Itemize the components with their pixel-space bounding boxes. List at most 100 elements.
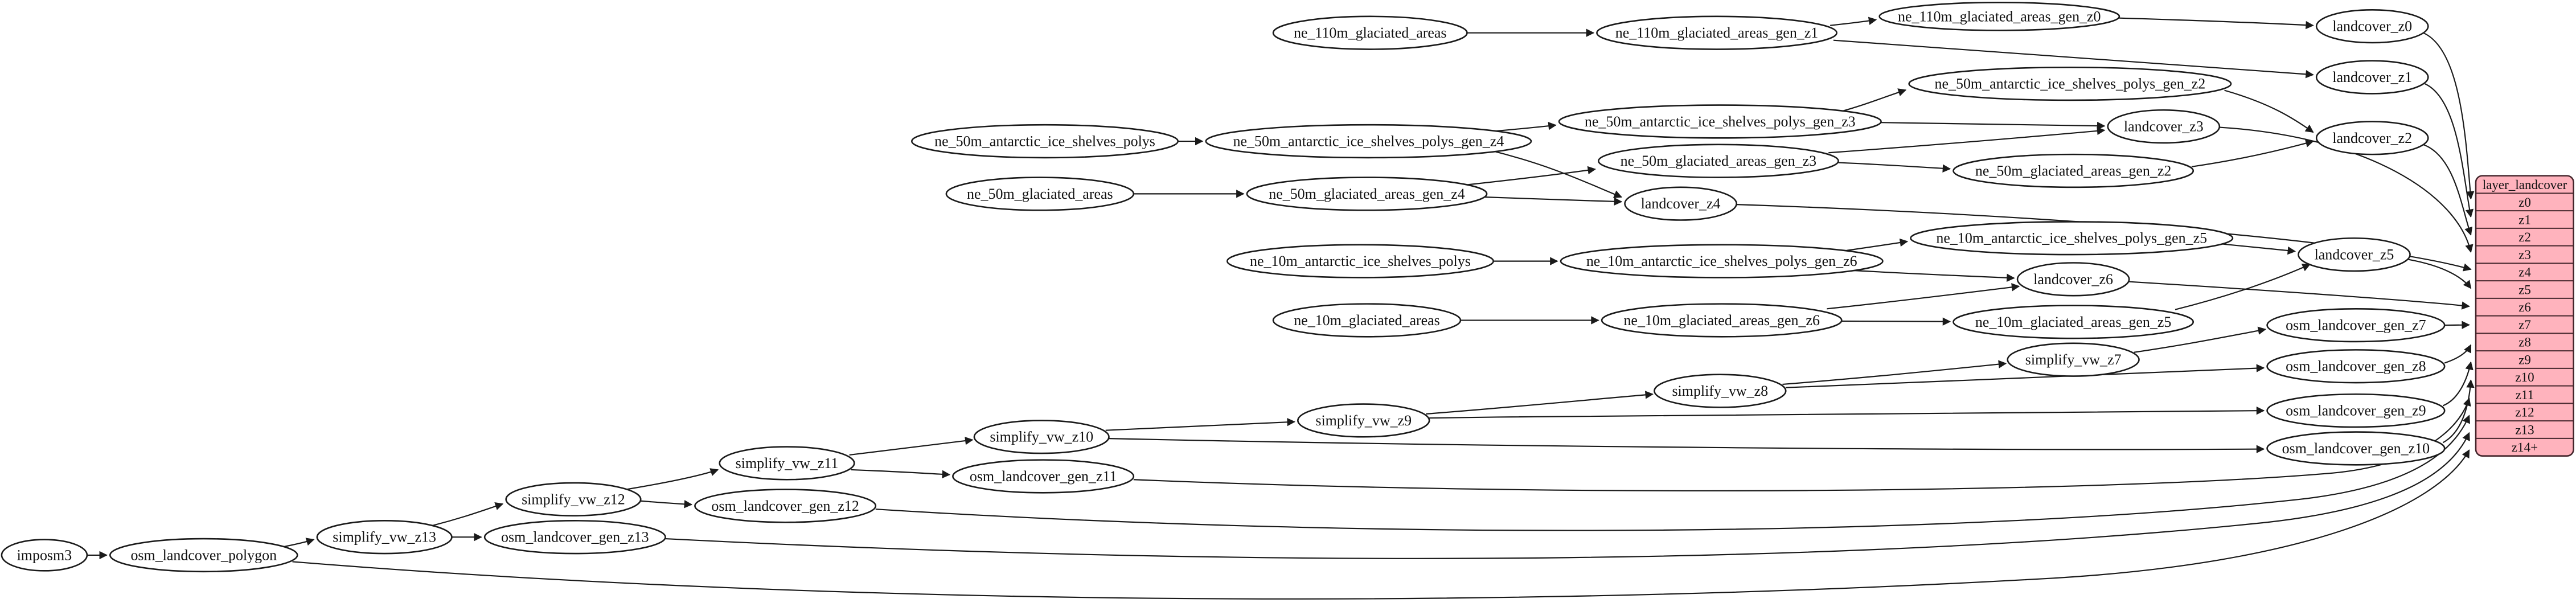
node-simplify_vw_z11: simplify_vw_z11 <box>719 446 855 481</box>
svg-text:ne_50m_antarctic_ice_shelves_p: ne_50m_antarctic_ice_shelves_polys <box>934 133 1155 150</box>
node-simplify_vw_z13: simplify_vw_z13 <box>316 520 453 555</box>
edge-ne_50m_ant_gen_z4--landcover_z4 <box>1490 149 1623 198</box>
nodes-layer: imposm3 osm_landcover_polygon simplify_v… <box>1 2 2446 573</box>
edge-ne_10m_gla_gen_z6--landcover_z6 <box>1827 283 2020 310</box>
node-simplify_vw_z12: simplify_vw_z12 <box>505 482 642 517</box>
svg-text:ne_110m_glaciated_areas: ne_110m_glaciated_areas <box>1294 24 1447 41</box>
edge-osm_landcover_gen_z8--row-z8 <box>2444 344 2472 364</box>
svg-text:imposm3: imposm3 <box>17 547 72 563</box>
edge-ne_110m_gen_z0--landcover_z0 <box>2119 17 2314 30</box>
edge-ne_110m_gen_z1--gen_z0 <box>1830 17 1877 26</box>
node-osm_landcover_gen_z13: osm_landcover_gen_z13 <box>483 520 666 555</box>
edge-ne_50m_ant_gen_z3--gen_z2 <box>1840 88 1907 113</box>
edge-ne_50m_ant_gen_z2--landcover_z2 <box>2224 89 2314 133</box>
table-title: layer_landcover <box>2483 177 2567 192</box>
svg-text:ne_10m_glaciated_areas_gen_z5: ne_10m_glaciated_areas_gen_z5 <box>1975 314 2172 330</box>
edge-ne_50m_ant_gen_z4--gen_z3 <box>1491 122 1557 132</box>
node-ne_110m_glaciated_areas_gen_z1: ne_110m_glaciated_areas_gen_z1 <box>1596 15 1837 50</box>
edge-simplify_vw_z7--osm_landcover_gen_z7 <box>2134 326 2267 353</box>
node-ne_10m_glaciated_areas: ne_10m_glaciated_areas <box>1272 303 1462 338</box>
node-landcover_z6: landcover_z6 <box>2016 262 2130 297</box>
table-row-z9: z9 <box>2518 352 2531 367</box>
node-ne_10m_glaciated_areas_gen_z6: ne_10m_glaciated_areas_gen_z6 <box>1601 303 1843 338</box>
edge-simplify_vw_z10--simplify_vw_z9 <box>1105 417 1295 431</box>
edge-ne_50m_gla_gen_z4--gen_z3 <box>1467 166 1596 186</box>
node-simplify_vw_z9: simplify_vw_z9 <box>1297 403 1430 438</box>
svg-text:osm_landcover_gen_z8: osm_landcover_gen_z8 <box>2286 358 2426 375</box>
edge-landcover_z6--row-z6 <box>2129 281 2470 310</box>
table-row-z0: z0 <box>2518 195 2531 210</box>
svg-text:ne_50m_glaciated_areas_gen_z3: ne_50m_glaciated_areas_gen_z3 <box>1621 153 1817 169</box>
node-ne_110m_glaciated_areas_gen_z0: ne_110m_glaciated_areas_gen_z0 <box>1878 2 2120 31</box>
edge-simplify_vw_z13--simplify_vw_z12 <box>432 502 504 527</box>
node-osm_landcover_gen_z7: osm_landcover_gen_z7 <box>2266 307 2446 343</box>
node-ne_50m_glaciated_areas_gen_z2: ne_50m_glaciated_areas_gen_z2 <box>1952 153 2194 188</box>
svg-text:landcover_z0: landcover_z0 <box>2332 18 2412 35</box>
table-row-z13: z13 <box>2515 422 2534 437</box>
edge-landcover_z0--row-z0 <box>2423 32 2475 200</box>
svg-text:simplify_vw_z8: simplify_vw_z8 <box>1672 383 1768 399</box>
node-osm_landcover_gen_z12: osm_landcover_gen_z12 <box>694 489 877 523</box>
node-ne_50m_glaciated_areas_gen_z4: ne_50m_glaciated_areas_gen_z4 <box>1246 177 1488 211</box>
node-osm_landcover_gen_z11: osm_landcover_gen_z11 <box>952 459 1135 494</box>
svg-text:simplify_vw_z11: simplify_vw_z11 <box>736 455 839 471</box>
node-simplify_vw_z10: simplify_vw_z10 <box>973 420 1110 454</box>
svg-text:ne_50m_glaciated_areas_gen_z2: ne_50m_glaciated_areas_gen_z2 <box>1975 162 2172 179</box>
svg-text:landcover_z3: landcover_z3 <box>2124 118 2204 135</box>
svg-text:ne_50m_glaciated_areas: ne_50m_glaciated_areas <box>967 186 1113 202</box>
node-simplify_vw_z7: simplify_vw_z7 <box>2007 342 2140 377</box>
edge-ne_10m_ant_gen_z5--landcover_z5 <box>2221 243 2296 255</box>
edge-ne_10m_ant_gen_z6--landcover_z6 <box>1848 269 2015 282</box>
svg-text:landcover_z1: landcover_z1 <box>2332 69 2412 85</box>
edge-simplify_vw_z12--simplify_vw_z11 <box>626 468 719 490</box>
node-landcover_z1: landcover_z1 <box>2315 60 2429 95</box>
svg-text:osm_landcover_gen_z12: osm_landcover_gen_z12 <box>711 498 859 514</box>
node-ne_10m_glaciated_areas_gen_z5: ne_10m_glaciated_areas_gen_z5 <box>1952 305 2194 339</box>
edge-osm_landcover_polygon--simplify_vw_z13 <box>282 538 315 548</box>
edges-layer <box>87 17 2475 600</box>
node-osm_landcover_polygon: osm_landcover_polygon <box>109 538 298 573</box>
svg-text:simplify_vw_z10: simplify_vw_z10 <box>990 429 1093 445</box>
edge-simplify_vw_z10--osm_landcover_gen_z10 <box>1109 438 2265 453</box>
edge-ne_110m_gen_z1--landcover_z1 <box>1833 39 2314 79</box>
table-row-z11: z11 <box>2516 387 2534 402</box>
edge-ne_50m_ant_gen_z3--landcover_z3 <box>1881 121 2106 130</box>
svg-text:ne_10m_antarctic_ice_shelves_p: ne_10m_antarctic_ice_shelves_polys_gen_z… <box>1936 230 2207 247</box>
edge-landcover_z2--row-z2 <box>2423 143 2473 236</box>
table-row-z12: z12 <box>2515 404 2534 419</box>
edge-simplify_vw_z9--simplify_vw_z8 <box>1426 391 1654 415</box>
edge-ne_10m_gla_gen_z5--landcover_z5 <box>2175 264 2311 310</box>
svg-text:ne_50m_antarctic_ice_shelves_p: ne_50m_antarctic_ice_shelves_polys_gen_z… <box>1585 113 1856 130</box>
edge-simplify_vw_z8--osm_landcover_gen_z8 <box>1786 364 2265 388</box>
svg-text:ne_10m_glaciated_areas_gen_z6: ne_10m_glaciated_areas_gen_z6 <box>1623 312 1820 329</box>
svg-text:osm_landcover_gen_z9: osm_landcover_gen_z9 <box>2286 403 2426 419</box>
table-row-z7: z7 <box>2518 317 2531 332</box>
node-imposm3: imposm3 <box>1 539 88 572</box>
edge-osm_landcover_polygon--row-z14plus <box>292 449 2470 600</box>
edge-ne_50m_gla_gen_z3--gen_z2 <box>1838 162 1951 173</box>
node-ne_50m_antarctic_ice_shelves_polys_gen_z3: ne_50m_antarctic_ice_shelves_polys_gen_z… <box>1558 104 1882 139</box>
edge-ne_50m_gla_gen_z2--landcover_z2 <box>2191 139 2314 167</box>
edge-osm_landcover_gen_z9--row-z9 <box>2442 361 2474 407</box>
node-osm_landcover_gen_z9: osm_landcover_gen_z9 <box>2266 393 2446 428</box>
table-row-z1: z1 <box>2518 212 2531 227</box>
svg-text:osm_landcover_gen_z7: osm_landcover_gen_z7 <box>2286 317 2426 334</box>
edge-simplify_vw_z8--simplify_vw_z7 <box>1782 360 2007 386</box>
svg-text:osm_landcover_gen_z10: osm_landcover_gen_z10 <box>2282 440 2430 457</box>
edge-simplify_vw_z11--simplify_vw_z10 <box>849 436 974 456</box>
edge-landcover_z5--row-z5 <box>2408 259 2472 289</box>
table-row-z4: z4 <box>2518 265 2531 280</box>
node-landcover_z5: landcover_z5 <box>2298 237 2411 272</box>
node-landcover_z0: landcover_z0 <box>2315 9 2429 44</box>
svg-text:landcover_z6: landcover_z6 <box>2033 271 2113 288</box>
svg-text:landcover_z4: landcover_z4 <box>1641 195 1721 212</box>
node-ne_50m_glaciated_areas: ne_50m_glaciated_areas <box>945 177 1135 211</box>
node-landcover_z4: landcover_z4 <box>1624 186 1737 221</box>
node-ne_10m_antarctic_ice_shelves_polys_gen_z5: ne_10m_antarctic_ice_shelves_polys_gen_z… <box>1910 221 2234 256</box>
edge-landcover_z3--row-z3 <box>2219 126 2474 253</box>
svg-text:osm_landcover_gen_z11: osm_landcover_gen_z11 <box>970 468 1117 485</box>
table-row-z6: z6 <box>2518 300 2531 314</box>
edge-osm_landcover_gen_z7--row-z7 <box>2444 321 2470 329</box>
